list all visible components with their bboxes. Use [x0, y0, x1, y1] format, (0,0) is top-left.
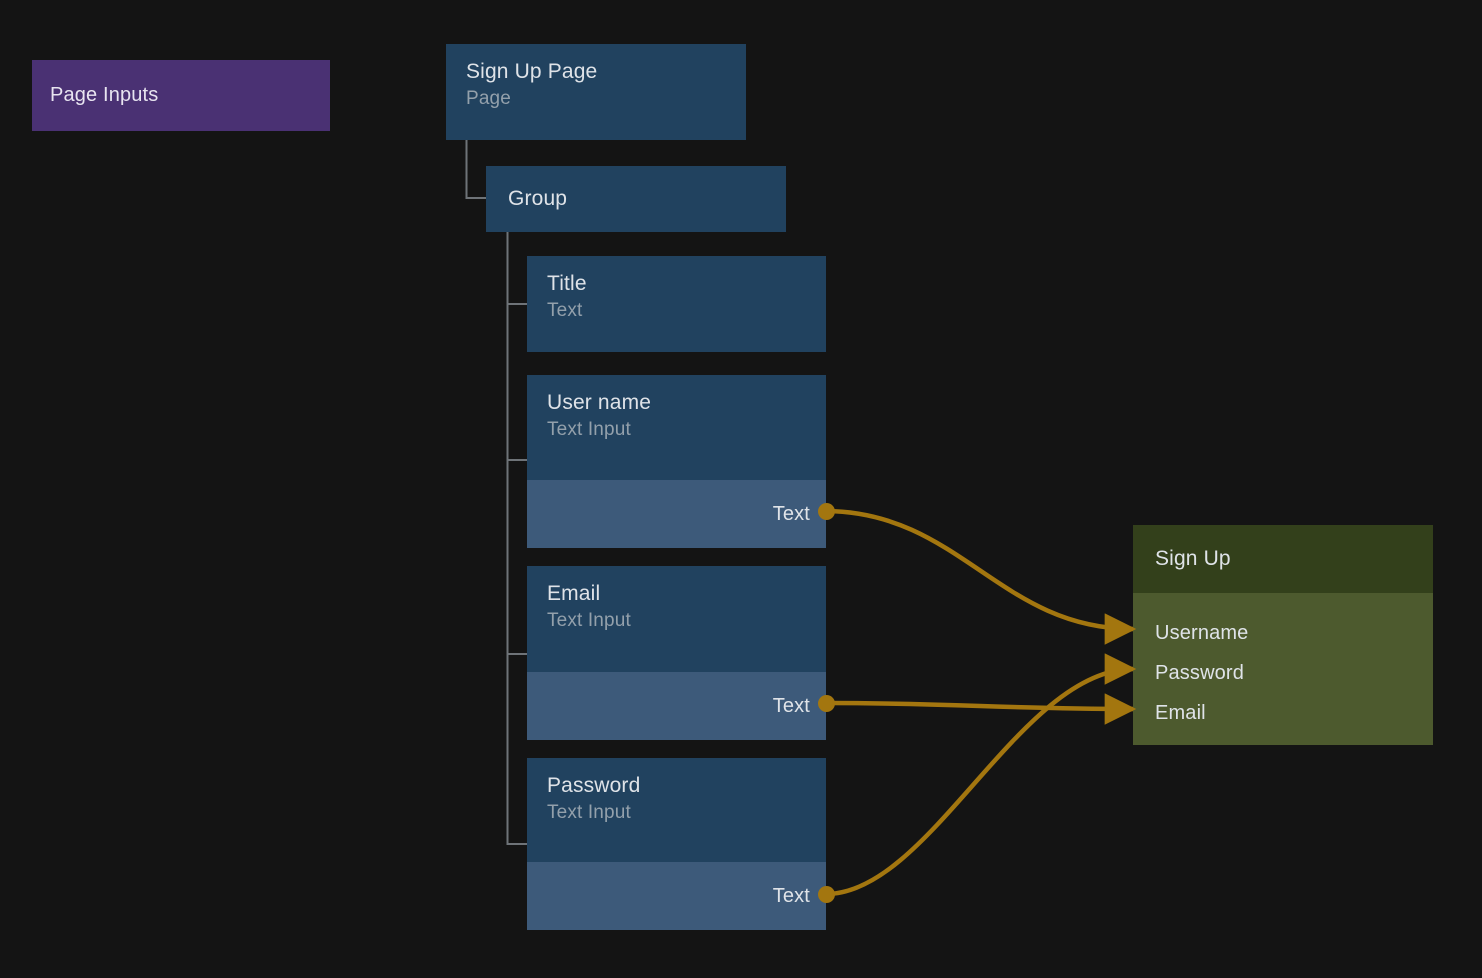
node-title-text-title: Title [547, 272, 587, 295]
node-email-port-label: Text [772, 694, 810, 717]
node-password-header: Password Text Input [527, 758, 826, 862]
node-password[interactable]: Password Text Input Text [527, 758, 826, 930]
node-password-output-port[interactable]: Text [527, 862, 826, 930]
node-email-output-port[interactable]: Text [527, 672, 826, 740]
node-email-header: Email Text Input [527, 566, 826, 672]
port-dot-password[interactable] [818, 886, 835, 903]
edge-email [825, 693, 1137, 725]
input-row-password[interactable]: Password [1155, 653, 1433, 693]
page-inputs-note[interactable]: Page Inputs [32, 60, 330, 131]
node-user-name[interactable]: User name Text Input Text [527, 375, 826, 548]
node-title-text-subtitle: Text [547, 300, 583, 321]
node-sign-up-page-subtitle: Page [466, 88, 511, 109]
node-email-subtitle: Text Input [547, 610, 631, 631]
node-sign-up-action[interactable]: Sign Up Username Password Email [1133, 525, 1433, 745]
node-user-name-title: User name [547, 391, 652, 414]
node-password-title: Password [547, 774, 641, 797]
node-user-name-port-label: Text [772, 502, 810, 525]
node-sign-up-page-title: Sign Up Page [466, 60, 598, 83]
node-email[interactable]: Email Text Input Text [527, 566, 826, 740]
input-row-email[interactable]: Email [1155, 693, 1433, 733]
node-password-subtitle: Text Input [547, 802, 631, 823]
node-user-name-subtitle: Text Input [547, 419, 631, 440]
node-sign-up-action-body: Username Password Email [1133, 593, 1433, 745]
port-dot-email[interactable] [818, 695, 835, 712]
node-group-title: Group [508, 187, 568, 210]
node-sign-up-action-title: Sign Up [1155, 547, 1231, 570]
edge-password [825, 653, 1137, 897]
edge-username [825, 508, 1137, 645]
input-row-username[interactable]: Username [1155, 613, 1433, 653]
input-row-password-label: Password [1155, 661, 1245, 684]
node-title-text[interactable]: Title Text [527, 256, 826, 352]
node-user-name-header: User name Text Input [527, 375, 826, 480]
node-sign-up-action-header: Sign Up [1133, 525, 1433, 593]
node-password-port-label: Text [772, 884, 810, 907]
port-dot-user-name[interactable] [818, 503, 835, 520]
page-inputs-note-label: Page Inputs [50, 84, 159, 106]
node-email-title: Email [547, 582, 601, 605]
input-row-username-label: Username [1155, 621, 1249, 644]
node-user-name-output-port[interactable]: Text [527, 480, 826, 548]
node-group[interactable]: Group [486, 166, 786, 232]
node-sign-up-page[interactable]: Sign Up Page Page [446, 44, 746, 140]
input-row-email-label: Email [1155, 701, 1206, 724]
